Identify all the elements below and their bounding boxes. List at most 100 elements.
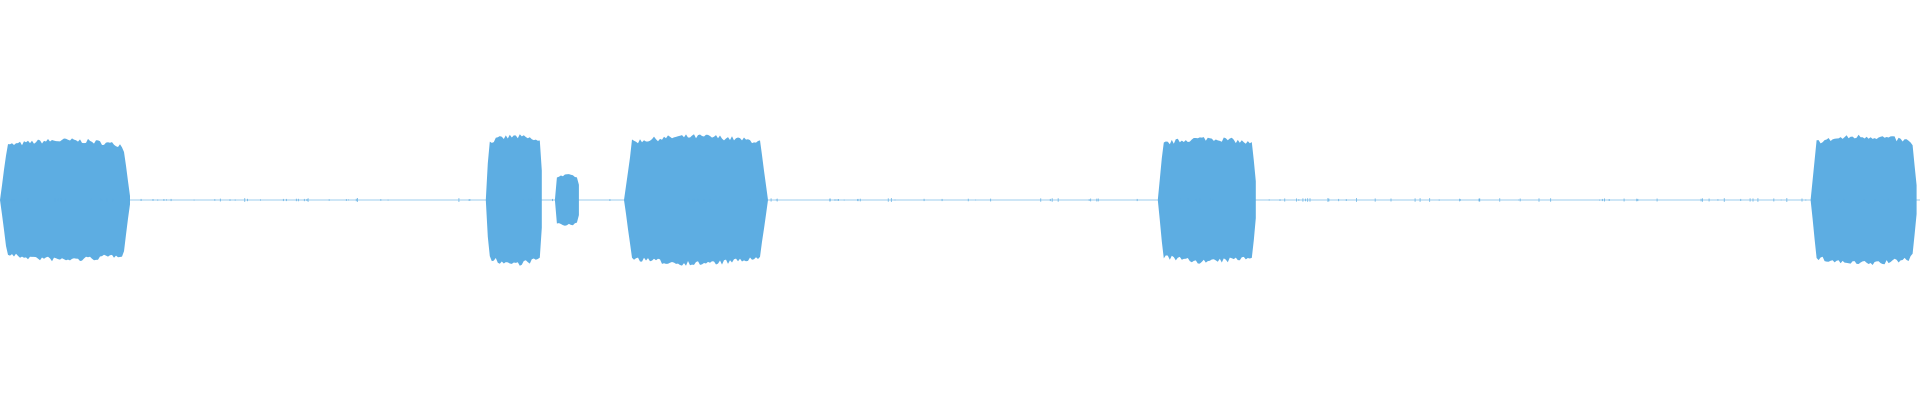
waveform-noise-tick bbox=[60, 198, 62, 202]
waveform-noise-tick bbox=[1284, 198, 1286, 202]
waveform-noise-tick bbox=[717, 199, 719, 201]
waveform-noise-tick bbox=[348, 199, 349, 201]
waveform-noise-tick bbox=[688, 198, 690, 202]
waveform-noise-tick bbox=[1723, 198, 1725, 202]
waveform-noise-tick bbox=[1296, 198, 1297, 202]
waveform-noise-tick bbox=[1180, 198, 1181, 202]
waveform-noise-tick bbox=[1199, 198, 1201, 202]
waveform-noise-tick bbox=[923, 198, 925, 202]
waveform-noise-tick bbox=[6, 199, 7, 201]
waveform-noise-tick bbox=[295, 198, 297, 202]
waveform-noise-tick bbox=[297, 198, 299, 202]
waveform-noise-tick bbox=[990, 198, 992, 202]
waveform-noise-tick bbox=[468, 199, 470, 201]
waveform-noise-tick bbox=[531, 198, 533, 202]
waveform-noise-tick bbox=[1390, 198, 1392, 202]
waveform-noise-tick bbox=[170, 198, 172, 202]
waveform-noise-tick bbox=[838, 199, 839, 201]
waveform-noise-tick bbox=[355, 198, 357, 202]
waveform-noise-tick bbox=[1623, 198, 1625, 202]
waveform-noise-tick bbox=[282, 198, 284, 202]
waveform-noise-tick bbox=[57, 198, 59, 202]
waveform-clip-2b bbox=[554, 174, 579, 226]
waveform-noise-tick bbox=[1786, 198, 1788, 202]
waveform-noise-tick bbox=[106, 198, 108, 202]
waveform-clip-5 bbox=[1810, 134, 1917, 265]
waveform-noise-tick bbox=[522, 199, 524, 201]
waveform-noise-tick bbox=[1702, 198, 1703, 202]
waveform-noise-tick bbox=[1499, 198, 1501, 202]
waveform-noise-tick bbox=[1356, 198, 1357, 202]
waveform-noise-tick bbox=[967, 198, 969, 202]
waveform-noise-tick bbox=[234, 199, 236, 201]
waveform-noise-tick bbox=[1912, 198, 1914, 202]
waveform-noise-tick bbox=[1814, 198, 1816, 202]
waveform-noise-tick bbox=[229, 199, 231, 201]
waveform-noise-tick bbox=[1780, 199, 1782, 201]
waveform-noise-tick bbox=[1828, 198, 1830, 202]
waveform-noise-tick bbox=[357, 198, 358, 202]
waveform-noise-tick bbox=[101, 199, 103, 201]
waveform-noise-tick bbox=[13, 199, 15, 201]
waveform-noise-tick bbox=[1088, 199, 1090, 201]
waveform-noise-tick bbox=[1057, 198, 1059, 202]
waveform-noise-tick bbox=[306, 199, 308, 201]
waveform-noise-tick bbox=[1096, 198, 1098, 202]
waveform-noise-tick bbox=[894, 199, 896, 201]
waveform-noise-tick bbox=[975, 199, 977, 201]
waveform-noise-tick bbox=[152, 199, 154, 201]
waveform-noise-tick bbox=[1049, 198, 1051, 202]
waveform-noise-tick bbox=[890, 198, 892, 202]
waveform-noise-tick bbox=[1298, 199, 1300, 201]
waveform-noise-tick bbox=[1374, 198, 1376, 202]
waveform-noise-tick bbox=[1843, 198, 1845, 202]
waveform-noise-tick bbox=[260, 199, 261, 201]
waveform-noise-tick bbox=[1459, 199, 1461, 201]
waveform-noise-tick bbox=[770, 198, 772, 202]
waveform-noise-tick bbox=[1305, 198, 1306, 202]
waveform-noise-tick bbox=[1801, 198, 1803, 202]
waveform-noise-tick bbox=[775, 199, 777, 201]
waveform-noise-tick bbox=[1479, 198, 1481, 202]
waveform-noise-tick bbox=[1604, 198, 1605, 202]
waveform-noise-tick bbox=[609, 199, 611, 201]
waveform-noise-tick bbox=[157, 199, 159, 201]
waveform-noise-tick bbox=[1708, 198, 1710, 202]
waveform-noise-tick bbox=[27, 198, 29, 202]
waveform-noise-tick bbox=[4, 198, 6, 202]
waveform-noise-tick bbox=[1328, 198, 1330, 202]
waveform-noise-tick bbox=[1519, 198, 1521, 202]
waveform-noise-tick bbox=[1601, 198, 1603, 202]
waveform-noise-tick bbox=[692, 198, 694, 202]
waveform-noise-tick bbox=[552, 198, 553, 202]
waveform-noise-tick bbox=[1438, 199, 1440, 201]
waveform-noise-tick bbox=[193, 199, 195, 201]
waveform-noise-tick bbox=[1538, 198, 1540, 202]
waveform-noise-tick bbox=[776, 198, 778, 202]
waveform-noise-tick bbox=[829, 198, 831, 202]
waveform-noise-tick bbox=[747, 199, 749, 201]
waveform-noise-tick bbox=[328, 199, 330, 201]
waveform-noise-tick bbox=[1090, 198, 1092, 202]
waveform-noise-tick bbox=[1212, 199, 1214, 201]
waveform-noise-tick bbox=[1327, 198, 1329, 202]
waveform-noise-tick bbox=[166, 199, 167, 201]
waveform-clips bbox=[0, 134, 1917, 266]
waveform-noise-tick bbox=[528, 198, 530, 202]
waveform-noise-tick bbox=[1338, 198, 1340, 202]
waveform-noise-tick bbox=[843, 199, 845, 201]
waveform-noise-tick bbox=[1478, 198, 1480, 202]
waveform-noise-tick bbox=[345, 199, 347, 201]
waveform-noise-tick bbox=[380, 199, 382, 201]
waveform-noise-tick bbox=[1040, 198, 1042, 202]
waveform-noise-tick bbox=[1887, 198, 1889, 202]
waveform-noise-tick bbox=[1831, 199, 1833, 201]
waveform-noise-tick bbox=[1414, 198, 1416, 202]
waveform-clip-4 bbox=[1157, 137, 1256, 264]
waveform-noise-tick bbox=[54, 198, 56, 202]
waveform-noise-tick bbox=[1419, 198, 1421, 202]
waveform-noise-tick bbox=[128, 198, 130, 202]
waveform-noise-tick bbox=[303, 198, 305, 202]
waveform-noise-tick bbox=[1757, 198, 1759, 202]
